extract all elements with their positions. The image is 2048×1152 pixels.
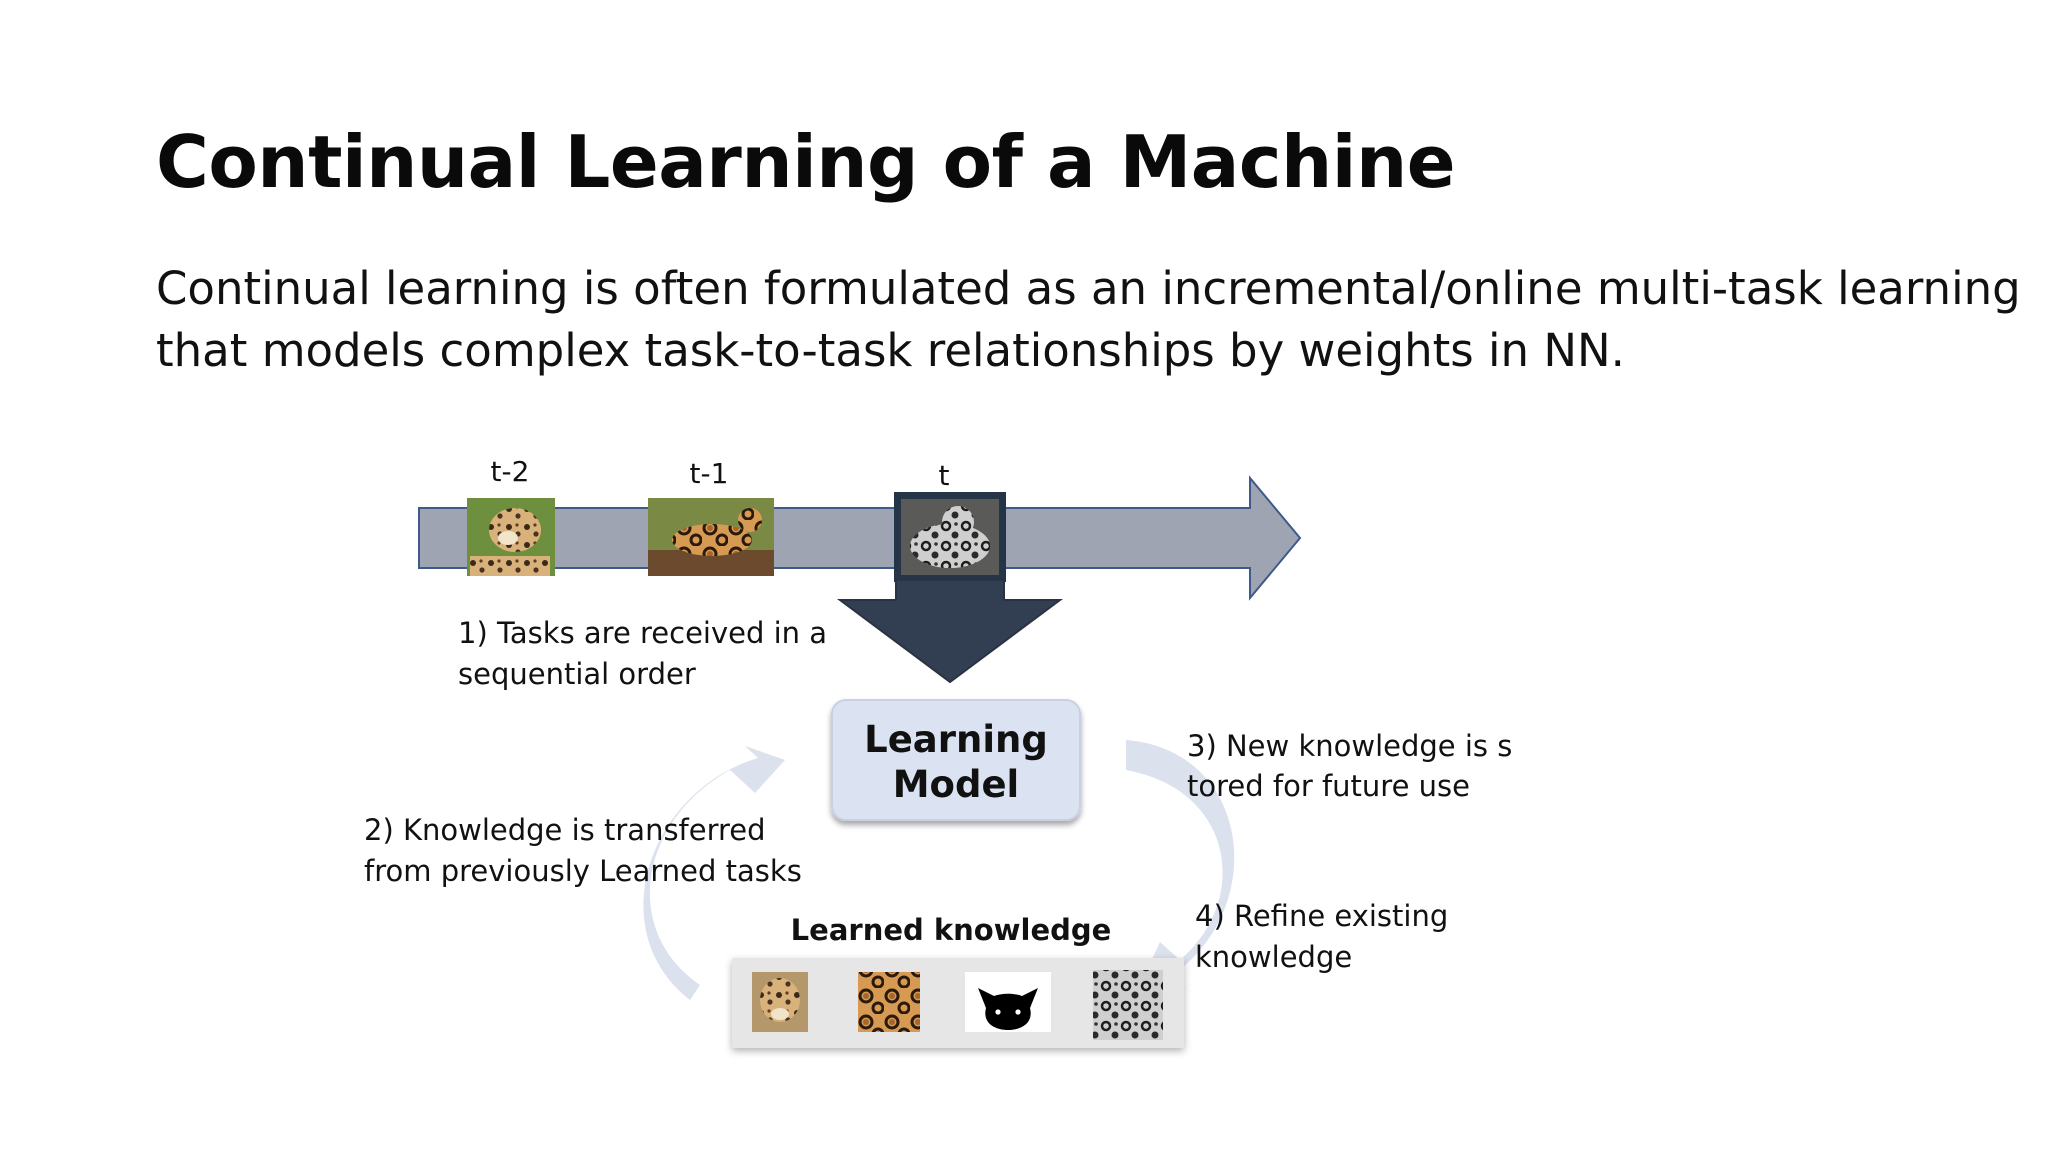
task-image-t-1 <box>648 498 774 576</box>
slide-body-line-2: that models complex task-to-task relatio… <box>156 324 1625 377</box>
cycle-arrow-right <box>1126 740 1235 988</box>
timeline-label-t: t <box>939 459 950 492</box>
timeline-arrow-shape <box>418 475 1302 601</box>
step1-line-1: 1) Tasks are received in a <box>458 616 827 650</box>
knowledge-item-cheetah-face <box>752 972 808 1032</box>
timeline-label-t-1: t-1 <box>690 457 729 490</box>
task-image-t <box>894 492 1006 582</box>
cat-icon <box>965 972 1051 1032</box>
cycle-arrows <box>643 740 1235 1000</box>
slide-body-line-1: Continual learning is often formulated a… <box>156 262 2021 315</box>
step1-line-2: sequential order <box>458 657 696 691</box>
step3-line-1: 3) New knowledge is s <box>1187 729 1512 763</box>
step4-line-1: 4) Refine existing <box>1195 899 1448 933</box>
timeline-arrow <box>418 475 1302 601</box>
learning-model-line-2: Model <box>893 763 1020 806</box>
knowledge-item-leopard-spots <box>858 972 920 1032</box>
timeline-label-t-2: t-2 <box>491 455 530 488</box>
slide-body: Continual learning is often formulated a… <box>156 258 2021 382</box>
knowledge-item-snow-leopard-spots <box>1093 970 1163 1040</box>
slide-title: Continual Learning of a Machine <box>156 120 1456 204</box>
learned-knowledge-panel <box>732 958 1184 1048</box>
down-arrow <box>836 579 1064 684</box>
learning-model-box: Learning Model <box>831 699 1081 821</box>
step4-line-2: knowledge <box>1195 940 1352 974</box>
step3-line-2: tored for future use <box>1187 769 1470 803</box>
cycle-arrow-left <box>643 746 785 1000</box>
task-image-t-2 <box>467 498 555 576</box>
step2-line-2: from previously Learned tasks <box>364 854 802 888</box>
learning-model-line-1: Learning <box>864 718 1048 761</box>
step2-line-1: 2) Knowledge is transferred <box>364 813 766 847</box>
learned-knowledge-title: Learned knowledge <box>791 913 1112 947</box>
